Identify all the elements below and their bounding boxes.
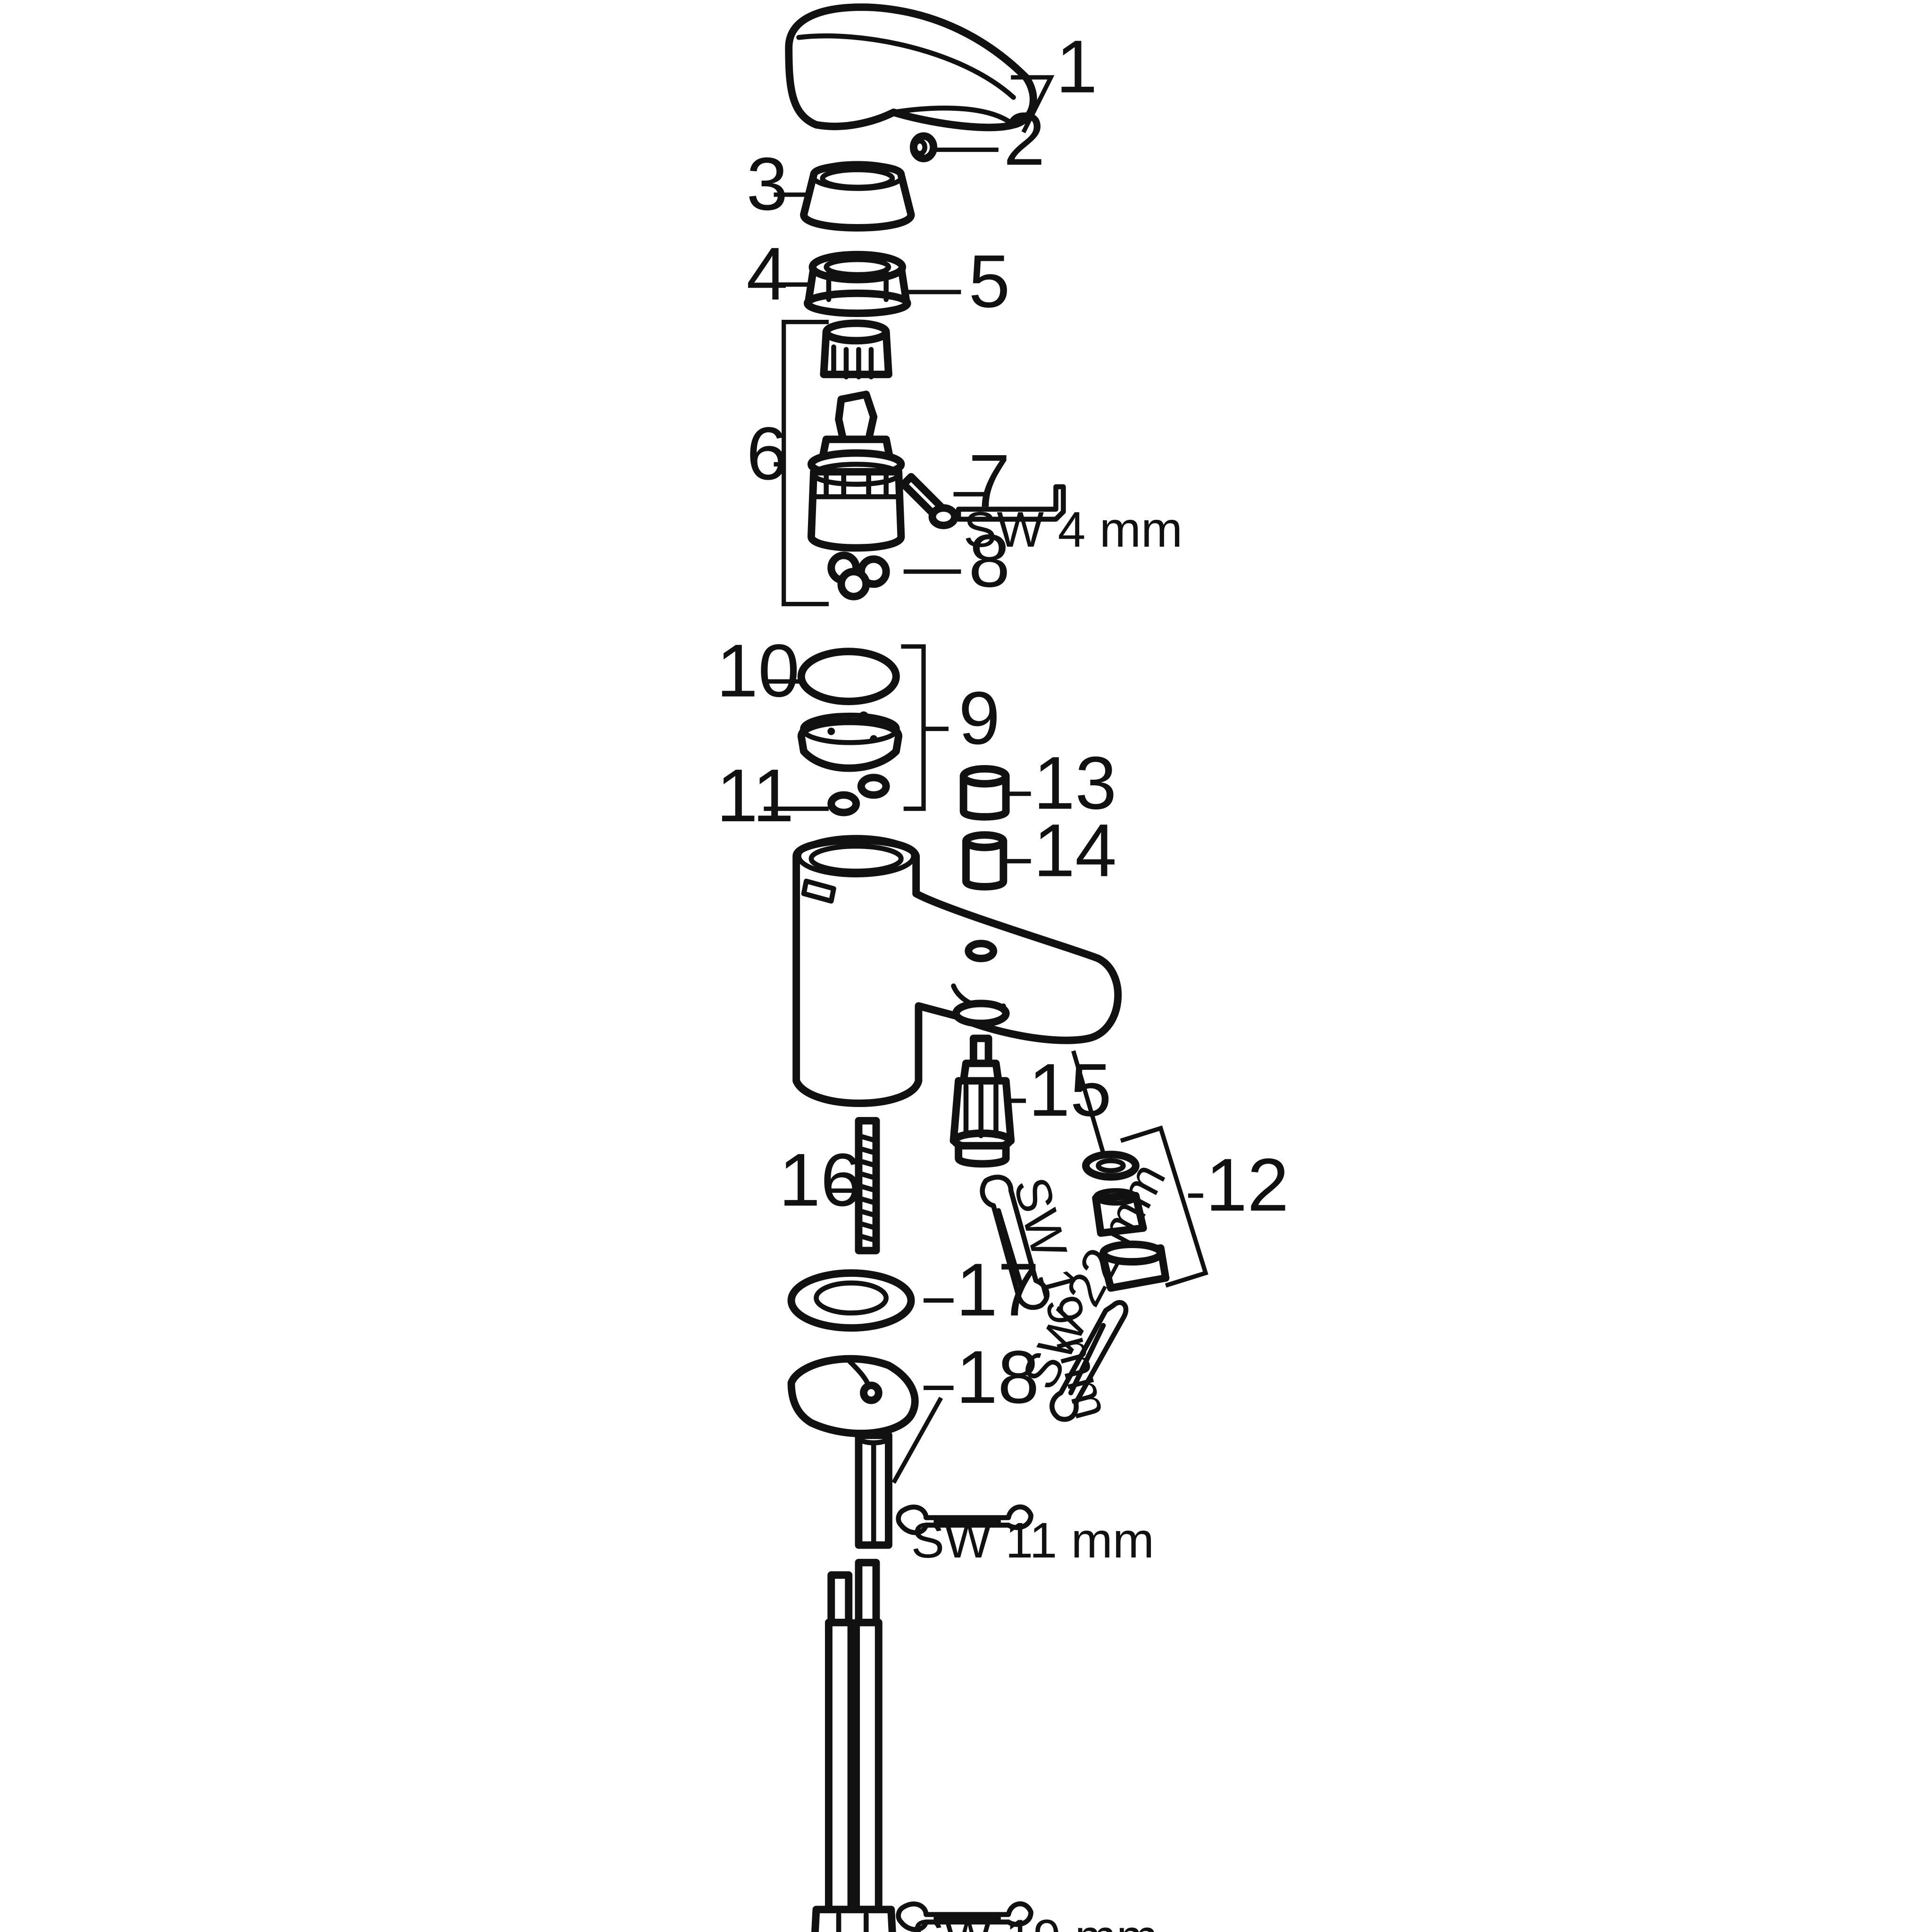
callout-10: 10: [716, 628, 800, 712]
tool-labels: SW 4 mm SW 19 mm SW 22 mm SW 11 mm SW 19…: [911, 502, 1183, 1932]
callout-13: 13: [1033, 741, 1117, 825]
part-18-mount-plate: [787, 1355, 919, 1549]
part-12-aerator: [1082, 1150, 1170, 1292]
wrench-sw19-hoses: [896, 1901, 1033, 1932]
part-14-sleeve: [962, 831, 1008, 891]
callout-9: 9: [958, 676, 1000, 760]
part-17-washer: [787, 1269, 915, 1332]
callout-18: 18: [956, 1335, 1040, 1419]
part-10-o-ring: [797, 648, 900, 705]
part-9-base-plate: [797, 711, 903, 772]
part-8-seals: [827, 551, 890, 600]
callout-17: 17: [956, 1248, 1040, 1332]
callout-7: 7: [968, 439, 1010, 523]
part-16-threaded-rod: [855, 1117, 880, 1255]
hex-key-tool: [956, 484, 1066, 522]
wrench-sw19-cartridge: [980, 1174, 1050, 1310]
part-1-handle: [785, 3, 1037, 132]
hex-key-size-label: SW 4 mm: [964, 502, 1183, 558]
callout-15: 15: [1028, 1048, 1112, 1132]
part-6-cartridge: [807, 319, 905, 552]
wrench-sw22-aerator: [1049, 1300, 1129, 1422]
part-7-screw: [899, 473, 959, 529]
callout-12: 12: [1206, 1143, 1289, 1227]
callout-14: 14: [1033, 808, 1117, 892]
callout-4: 4: [746, 232, 788, 316]
leader-lines: [764, 75, 1208, 1484]
part-11-seals: [827, 774, 890, 816]
callout-8: 8: [968, 519, 1010, 603]
callout-11: 11: [716, 753, 794, 837]
callout-3: 3: [746, 142, 788, 226]
callout-5: 5: [968, 239, 1010, 323]
wrench-hoses-size-label: SW 19 mm: [911, 1910, 1158, 1932]
part-2-grub-screw: [909, 132, 938, 162]
callout-16: 16: [779, 1138, 862, 1222]
wrench-mount-size-label: SW 11 mm: [911, 1513, 1154, 1568]
part-3-cover-cap: [800, 161, 915, 232]
callout-labels: 1 2 3 4 5 6 7 8 9 10 11 12 13 14 15 16 1…: [716, 25, 1289, 1419]
callout-2: 2: [1003, 97, 1045, 181]
callout-6: 6: [746, 411, 788, 495]
part-4-5-hex-nut: [804, 250, 911, 317]
part-13-cap: [959, 765, 1010, 821]
wrench-sw11-mount: [896, 1504, 1033, 1535]
faucet-body: [792, 835, 1122, 1107]
callout-1: 1: [1056, 25, 1098, 108]
supply-hoses: [811, 1558, 896, 1932]
part-15-diverter-cartridge: [949, 1034, 1015, 1168]
